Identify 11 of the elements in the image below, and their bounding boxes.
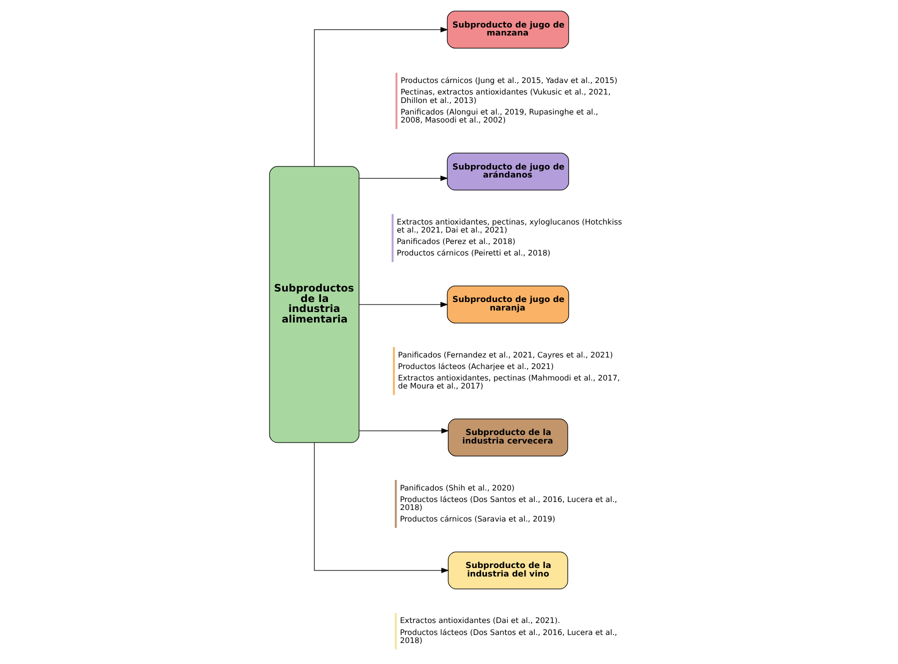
node-box: Subproducto de jugo de arándanos [446,152,569,190]
arrow [358,428,449,434]
node-box: Subproducto de la industria cervecera [447,418,568,456]
node-box: Subproductos de la industria alimentaria [268,166,359,443]
arrow [358,176,448,181]
node-box: Subproducto de jugo de naranja [446,286,569,324]
node-box: Subproducto de la industria del vino [447,552,568,590]
arrow [313,26,448,167]
node-box: Subproducto de jugo de manzana [446,10,569,48]
arrow [358,302,448,308]
arrow [313,442,448,574]
